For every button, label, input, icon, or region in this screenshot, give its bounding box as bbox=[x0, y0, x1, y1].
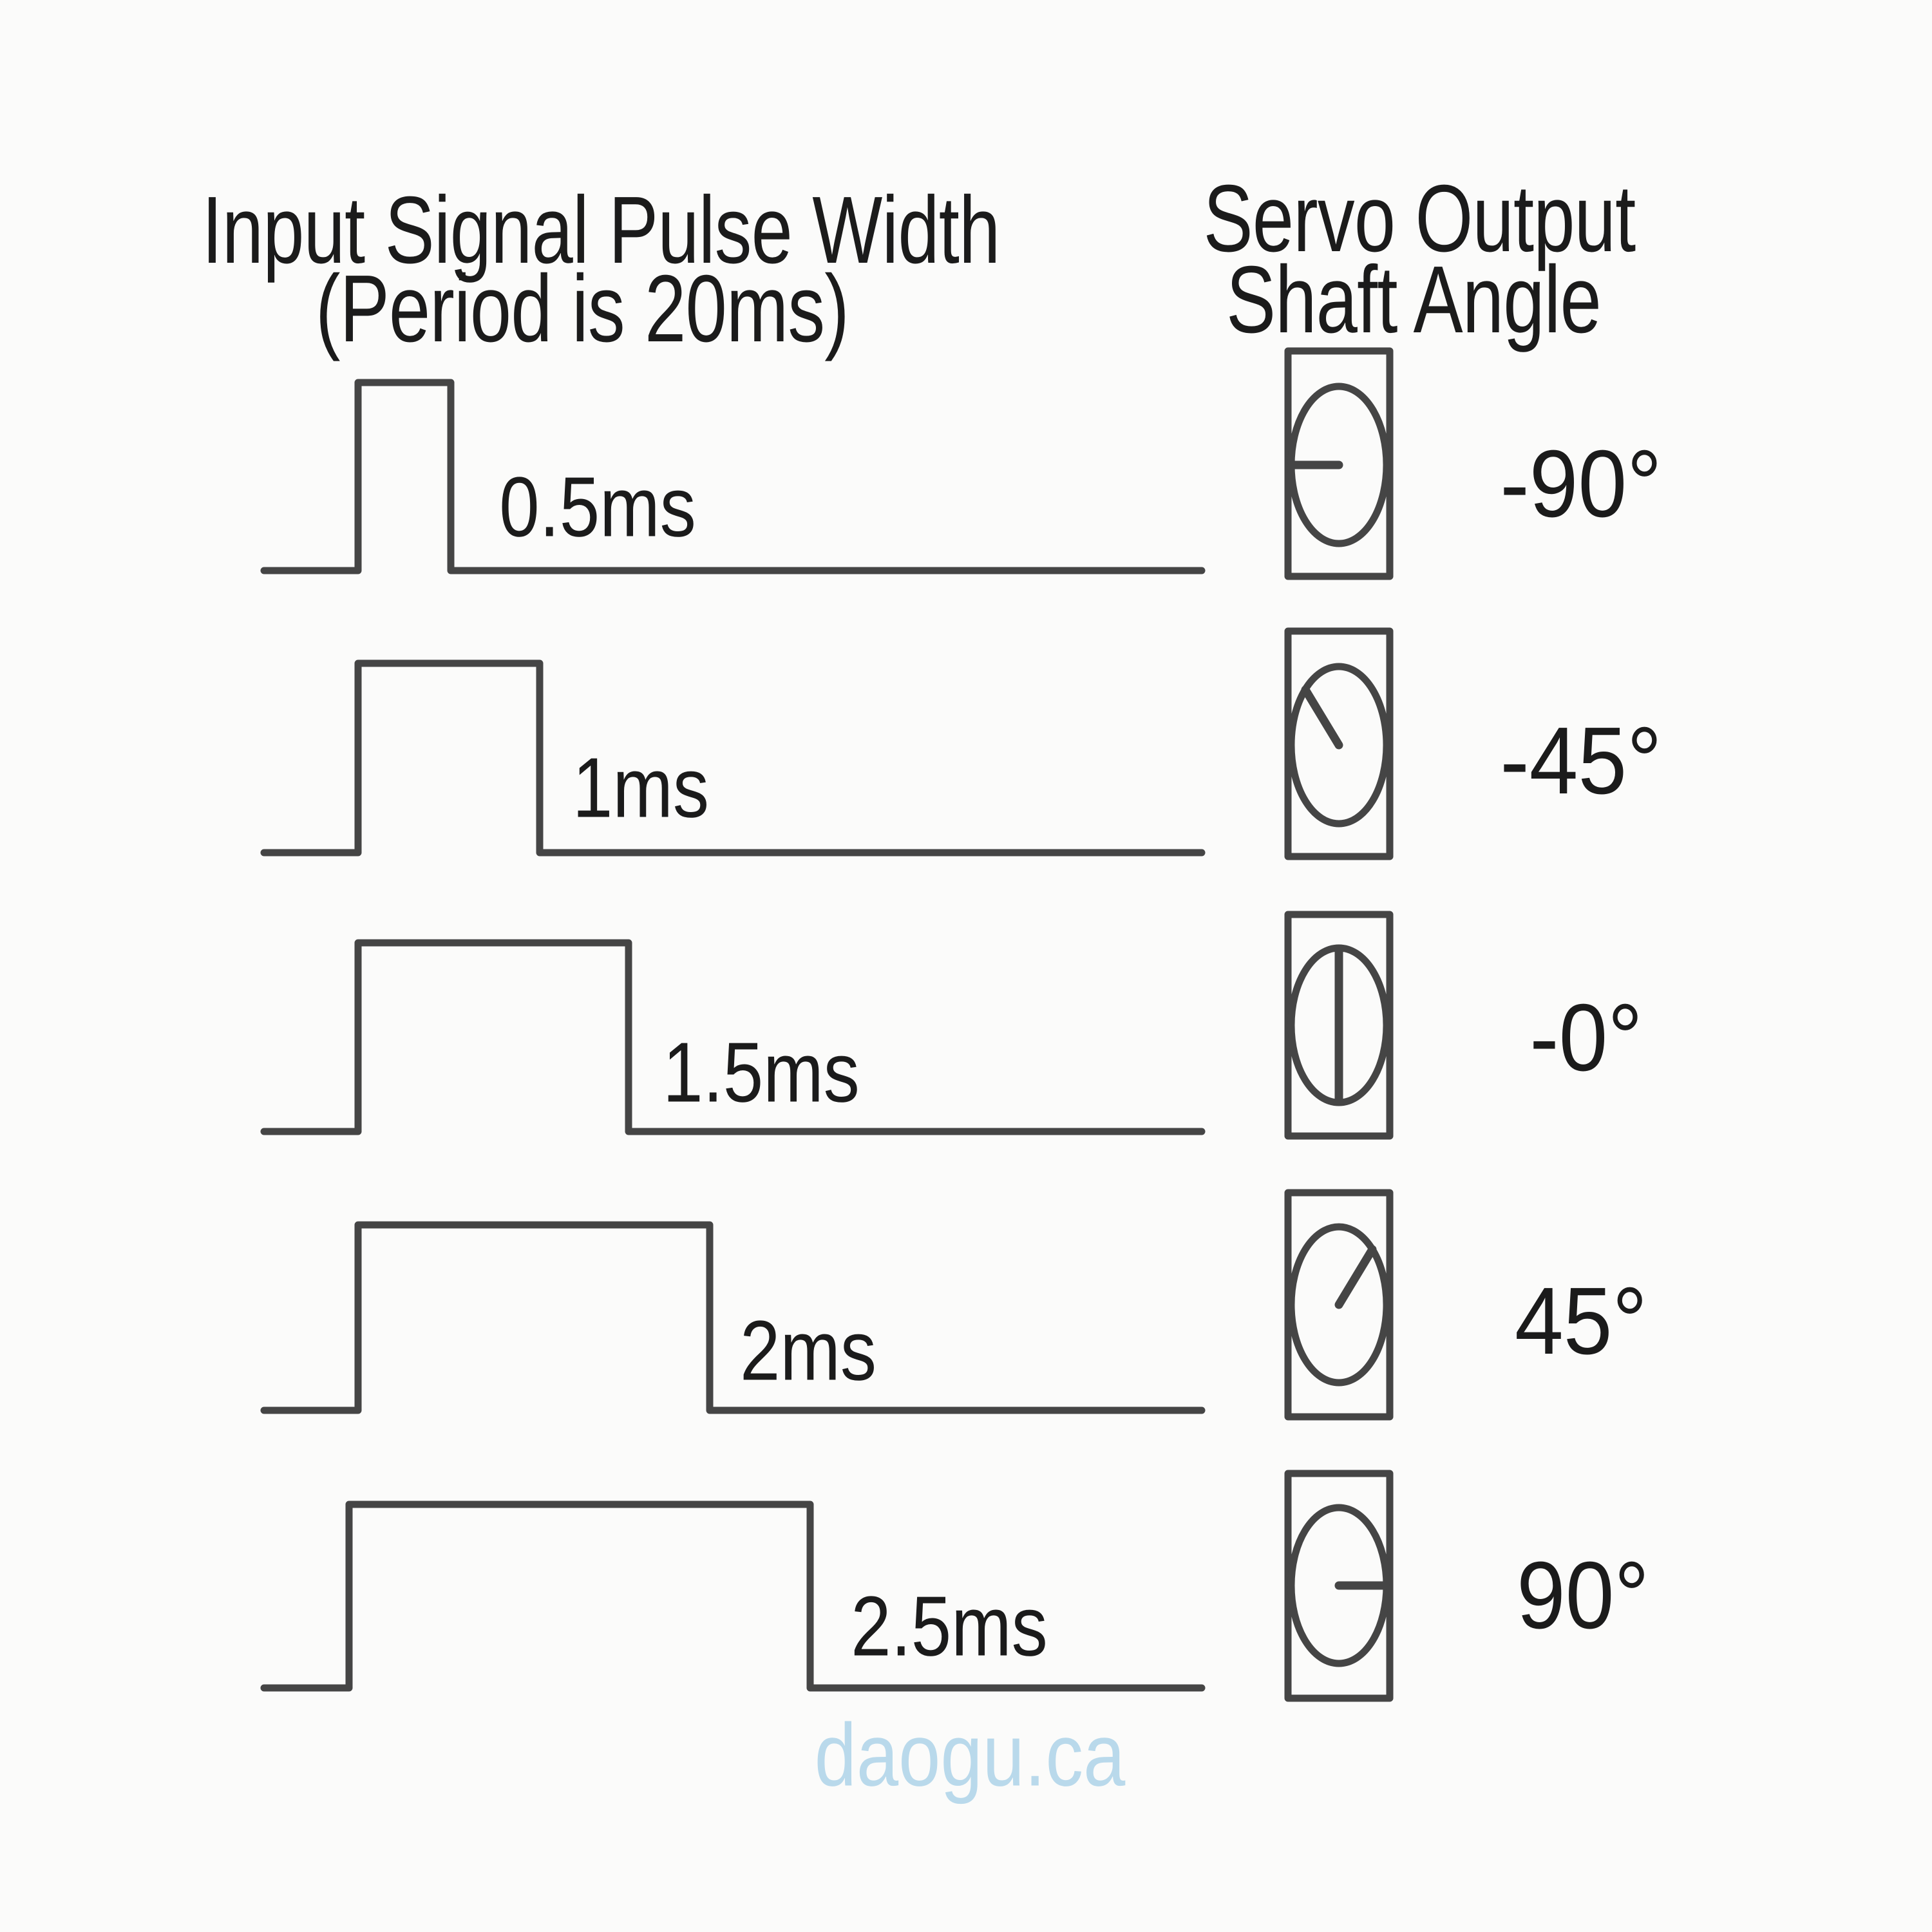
pulse-waveform-1.5ms bbox=[260, 939, 1206, 1135]
shaft-pointer-upright-icon bbox=[1334, 1245, 1377, 1309]
shaft-angle-label-row2: -45° bbox=[1500, 708, 1662, 814]
shaft-angle-label-row5: 90° bbox=[1517, 1542, 1649, 1649]
output-title-line1: Servo Output bbox=[1203, 166, 1636, 272]
shaft-angle-label-row3: -0° bbox=[1530, 985, 1643, 1091]
pulse-width-label-row2: 1ms bbox=[573, 740, 709, 835]
pulse-waveform-0.5ms bbox=[260, 379, 1206, 574]
servo-dial-icon-45 bbox=[1284, 1189, 1394, 1421]
waveform-rows bbox=[260, 379, 1206, 1692]
servo-dial-icon-zero bbox=[1284, 911, 1394, 1140]
servo-dial-icon-90 bbox=[1284, 1470, 1394, 1702]
servo-dial-icon-minus90 bbox=[1284, 347, 1394, 580]
servo-dial bbox=[1287, 663, 1390, 828]
pulse-width-label-row4: 2ms bbox=[740, 1303, 876, 1398]
pulse-width-label-row1: 0.5ms bbox=[499, 459, 696, 554]
input-title-line2: (Period is 20ms) bbox=[316, 256, 849, 362]
input-title-line1: Input Signal Pulse Width bbox=[202, 177, 1000, 283]
watermark-text: daogu.ca bbox=[814, 1705, 1126, 1805]
pulse-width-label-row5: 2.5ms bbox=[851, 1578, 1048, 1674]
pulse-waveform-2ms bbox=[260, 1221, 1206, 1414]
pulse-waveform-2.5ms bbox=[260, 1501, 1206, 1692]
shaft-angle-label-row4: 45° bbox=[1515, 1268, 1647, 1374]
servo-dial bbox=[1287, 1223, 1390, 1387]
shaft-angle-label-row1: -90° bbox=[1500, 431, 1662, 537]
servo-dial-icon-minus45 bbox=[1284, 627, 1394, 860]
pulse-waveform-1ms bbox=[260, 659, 1206, 857]
output-title-line2: Shaft Angle bbox=[1226, 247, 1602, 353]
shaft-pointer-upleft-icon bbox=[1301, 685, 1343, 750]
pulse-width-label-row3: 1.5ms bbox=[663, 1025, 860, 1120]
